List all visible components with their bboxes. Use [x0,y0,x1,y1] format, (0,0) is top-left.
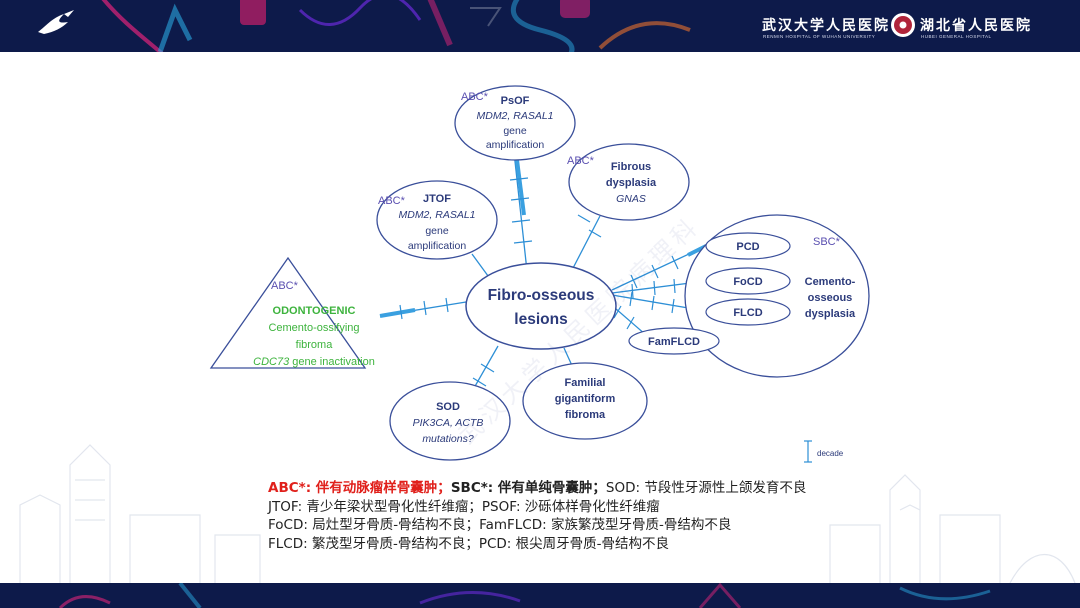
odontogenic-triangle [209,256,367,369]
sod-line3: mutations? [422,433,474,445]
fgf-line2: gigantiform [555,393,616,405]
legend-abc: ABC*: 伴有动脉瘤样骨囊肿； [268,480,451,496]
odontogenic-gene-line: CDC73 gene inactivation [253,356,375,368]
cod-title3: dysplasia [805,308,856,320]
odontogenic-line2: Cemento-ossifying [268,322,359,334]
center-node-line2: lesions [514,311,567,328]
hospital1-english: RENMIN HOSPITAL OF WUHAN UNIVERSITY [763,34,876,39]
cod-title1: Cemento- [805,276,856,288]
odontogenic-line3: fibroma [296,339,334,351]
footer-banner [0,583,1080,608]
focd-node [705,267,791,295]
header-banner: 武汉大学人民医院 RENMIN HOSPITAL OF WUHAN UNIVER… [0,0,1080,52]
fgf-line3: fibroma [565,409,606,421]
hospital2-name: 湖北省人民医院 [920,18,1032,34]
flcd-node [705,298,791,326]
pcd-label: PCD [736,241,759,253]
center-node-line1: Fibro-osseous [488,287,595,304]
footer-decoration [58,583,991,608]
famflcd-label: FamFLCD [648,336,700,348]
decade-ticks [399,177,679,387]
odontogenic-gene-suffix: gene inactivation [289,356,375,368]
hospital2-english: HUBEI GENERAL HOSPITAL [921,34,992,39]
hospital1-name: 武汉大学人民医院 [762,18,890,34]
fd-title1: Fibrous [611,161,651,173]
psof-genes: MDM2, RASAL1 [476,110,553,122]
scale-label: decade [817,449,844,458]
fgf-line1: Familial [565,377,606,389]
odontogenic-tag: ABC* [271,280,299,292]
fd-title2: dysplasia [606,177,657,189]
legend-sbc: SBC*: 伴有单纯骨囊肿； [450,480,606,496]
sod-title: SOD [436,401,460,413]
abbreviation-legend: ABC*: 伴有动脉瘤样骨囊肿；SBC*: 伴有单纯骨囊肿；SOD: 节段性牙源… [268,479,968,553]
legend-line-1: ABC*: 伴有动脉瘤样骨囊肿；SBC*: 伴有单纯骨囊肿；SOD: 节段性牙源… [268,479,968,498]
legend-sod: SOD: 节段性牙源性上颌发育不良 [605,480,807,496]
legend-line-2: JTOF: 青少年梁状型骨化性纤维瘤；PSOF: 沙砾体样骨化性纤维瘤 [268,498,660,515]
jtof-line3: gene [425,225,449,237]
fibro-osseous-diagram: Fibro-osseous lesions ABC* PsOF MDM2, RA… [209,85,870,463]
jtof-line4: amplification [408,240,467,252]
psof-line3: gene [503,125,527,137]
legend-line-3: FoCD: 局灶型牙骨质-骨结构不良；FamFLCD: 家族繁茂型牙骨质-骨结构… [268,517,732,533]
jtof-node [376,180,498,260]
psof-node [454,85,576,161]
fd-tag: ABC* [567,155,595,167]
hospital-emblem-icon [891,13,915,37]
odontogenic-gene: CDC73 [253,356,290,368]
focd-label: FoCD [733,276,762,288]
jtof-genes: MDM2, RASAL1 [398,209,475,221]
fibrous-dysplasia-node [568,143,690,221]
pcd-node [705,232,791,260]
odontogenic-title: ODONTOGENIC [273,305,356,317]
flcd-label: FLCD [733,307,762,319]
cod-tag: SBC* [813,236,841,248]
psof-tag: ABC* [461,91,489,103]
sod-node [389,381,511,461]
jtof-tag: ABC* [378,195,406,207]
famflcd-node [628,327,720,355]
jtof-title: JTOF [423,193,451,205]
fgf-node [522,362,648,440]
legend-line-4: FLCD: 繁茂型牙骨质-骨结构不良；PCD: 根尖周牙骨质-骨结构不良 [268,535,669,552]
center-node-ellipse [465,262,617,350]
fd-gene: GNAS [616,193,646,205]
sod-genes: PIK3CA, ACTB [413,417,484,429]
psof-line4: amplification [486,139,545,151]
city-skyline-background [19,444,1076,583]
scale-bar-icon [804,440,812,463]
psof-title: PsOF [501,95,530,107]
crane-logo-icon [38,10,74,34]
banner-decoration [101,0,691,52]
cod-title2: osseous [808,292,853,304]
